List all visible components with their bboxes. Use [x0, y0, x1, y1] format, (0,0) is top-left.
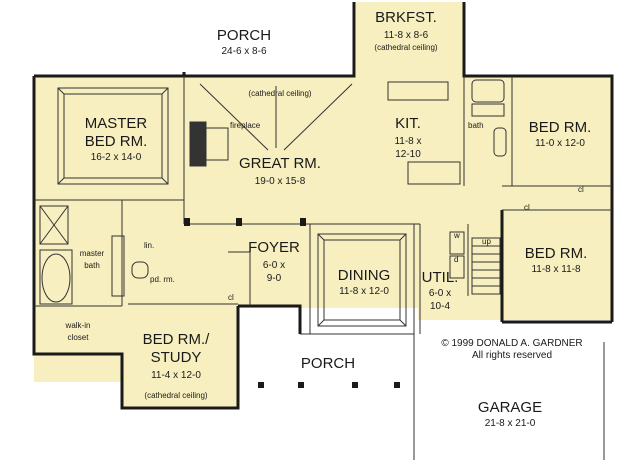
- ceiling-lines: [57, 83, 407, 327]
- study-name-1: BED RM./: [143, 331, 211, 348]
- study-name-2: STUDY: [151, 349, 202, 366]
- closet-label-1: cl: [578, 185, 584, 194]
- outer-walls: [32, 2, 614, 410]
- master-dim: 16-2 x 14-0: [91, 152, 142, 163]
- foyer-dim-1: 6-0 x: [263, 260, 285, 271]
- porch-top-dim: 24-6 x 8-6: [221, 46, 266, 57]
- bed-ne-name: BED RM.: [529, 119, 592, 136]
- master-name-2: BED RM.: [85, 133, 148, 150]
- dryer-label: d: [454, 255, 458, 264]
- copyright-line-2: All rights reserved: [472, 350, 552, 361]
- porch-top-name: PORCH: [217, 27, 271, 44]
- bed-ne-dim: 11-0 x 12-0: [535, 138, 585, 149]
- master-bath-l2: bath: [84, 261, 100, 270]
- brkfst-name: BRKFST.: [375, 9, 437, 26]
- foyer-dim-2: 9-0: [267, 273, 282, 284]
- stair-up-label: up: [482, 237, 491, 246]
- interior-walls: [34, 76, 612, 335]
- great-name: GREAT RM.: [239, 155, 321, 172]
- fireplace-label: fireplace: [230, 121, 261, 130]
- copyright-line-1: © 1999 DONALD A. GARDNER: [441, 338, 582, 349]
- garage-dim: 21-8 x 21-0: [485, 418, 536, 429]
- great-note: (cathedral ceiling): [248, 89, 311, 98]
- fixtures: [39, 79, 507, 305]
- bed-e-name: BED RM.: [525, 245, 588, 262]
- brkfst-note: (cathedral ceiling): [374, 43, 437, 52]
- foyer-name: FOYER: [248, 239, 300, 256]
- garage-outline: [300, 333, 605, 460]
- kit-dim-2: 12-10: [395, 149, 421, 160]
- bath-label: bath: [468, 121, 484, 130]
- util-dim-2: 10-4: [430, 301, 450, 312]
- kit-name: KIT.: [395, 115, 421, 132]
- linen-label: lin.: [144, 241, 154, 250]
- floor-cutouts: [238, 308, 614, 384]
- study-note: (cathedral ceiling): [144, 391, 207, 400]
- master-name-1: MASTER: [85, 115, 148, 132]
- bed-e-dim: 11-8 x 11-8: [531, 264, 581, 275]
- washer-label: w: [453, 231, 460, 240]
- walkin-l2: closet: [68, 333, 90, 342]
- dining-dim: 11-8 x 12-0: [339, 286, 389, 297]
- kit-dim-1: 11-8 x: [394, 136, 421, 147]
- closet-label-2: cl: [524, 203, 530, 212]
- util-name: UTIL.: [422, 269, 459, 286]
- brkfst-dim: 11-8 x 8-6: [384, 30, 429, 41]
- garage-name: GARAGE: [478, 399, 542, 416]
- room-labels: PORCH 24-6 x 8-6 BRKFST. 11-8 x 8-6 (cat…: [65, 9, 592, 429]
- study-dim: 11-4 x 12-0: [151, 370, 201, 381]
- master-bath-l1: master: [80, 249, 105, 258]
- pd-rm-label: pd. rm.: [150, 275, 175, 284]
- porch-front-name: PORCH: [301, 355, 355, 372]
- closet-label-3: cl: [228, 293, 234, 302]
- dining-name: DINING: [338, 267, 391, 284]
- porch-posts: [184, 218, 400, 388]
- util-dim-1: 6-0 x: [429, 288, 451, 299]
- walkin-l1: walk-in: [65, 321, 91, 330]
- great-dim: 19-0 x 15-8: [255, 176, 306, 187]
